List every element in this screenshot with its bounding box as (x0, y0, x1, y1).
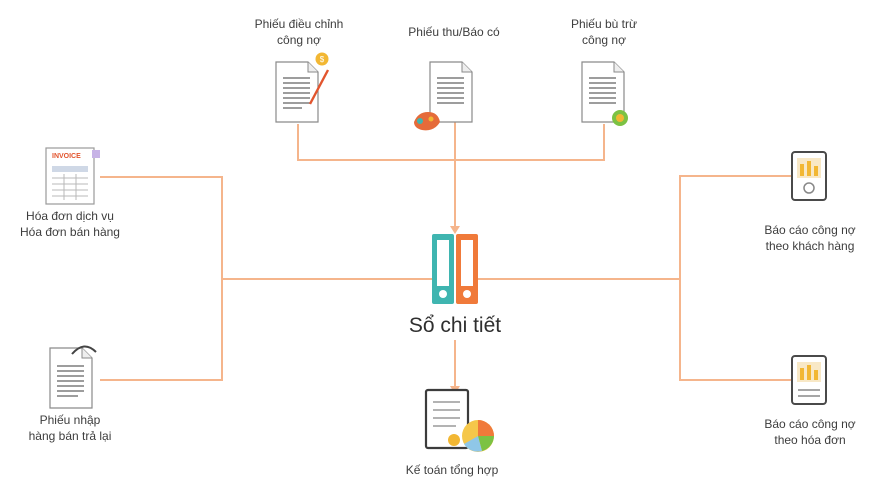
invoices-label-line2: Hóa đơn bán hàng (20, 225, 120, 239)
receipt-label: Phiếu thu/Báo có (388, 24, 520, 40)
returns-label-line1: Phiếu nhập (39, 413, 101, 427)
offset-label-line1: Phiếu bù trừ (570, 17, 638, 31)
offset-document-icon (581, 61, 628, 126)
invoice-report-label: Báo cáo công nợ theo hóa đơn (748, 416, 872, 448)
invoice-report-label-line2: theo hóa đơn (774, 433, 846, 447)
return-document-icon (49, 345, 97, 409)
money-bag-icon (414, 112, 440, 131)
offset-label-line2: công nợ (582, 33, 626, 47)
invoice-icon: INVOICE (45, 147, 100, 205)
ledger-label: Sổ chi tiết (408, 314, 502, 337)
offset-label: Phiếu bù trừ công nợ (546, 16, 662, 48)
invoice-report-icon (791, 355, 827, 405)
ledger-binders-icon (432, 234, 478, 304)
general-accounting-label-line1: Kế toán tổng hợp (405, 463, 499, 477)
svg-text:$: $ (320, 55, 325, 64)
invoice-report-label-line1: Báo cáo công nợ (764, 417, 856, 431)
arrowhead-ledger (450, 226, 460, 234)
returns-label: Phiếu nhập hàng bán trả lại (4, 412, 136, 444)
invoices-label-line1: Hóa đơn dịch vụ (26, 209, 114, 223)
customer-report-label: Báo cáo công nợ theo khách hàng (748, 222, 872, 254)
adjustment-label-line2: công nợ (277, 33, 321, 47)
customer-report-icon (791, 151, 827, 201)
adjustment-label: Phiếu điều chỉnh công nợ (234, 16, 364, 48)
receipt-label-line1: Phiếu thu/Báo có (408, 25, 500, 39)
general-accounting-label: Kế toán tổng hợp (382, 462, 522, 478)
receipt-document-icon (429, 61, 473, 123)
adjustment-document-icon: $ (275, 52, 330, 123)
customer-report-label-line1: Báo cáo công nợ (764, 223, 856, 237)
general-accounting-icon (424, 388, 494, 452)
connector-top-bar (297, 124, 605, 161)
invoice-icon-text: INVOICE (52, 153, 81, 160)
connector-right-bracket (679, 175, 792, 381)
customer-report-label-line2: theo khách hàng (765, 239, 855, 253)
adjustment-label-line1: Phiếu điều chỉnh (254, 17, 344, 31)
invoices-label: Hóa đơn dịch vụ Hóa đơn bán hàng (4, 208, 136, 240)
returns-label-line2: hàng bán trả lại (28, 429, 112, 443)
connectors (100, 122, 792, 388)
